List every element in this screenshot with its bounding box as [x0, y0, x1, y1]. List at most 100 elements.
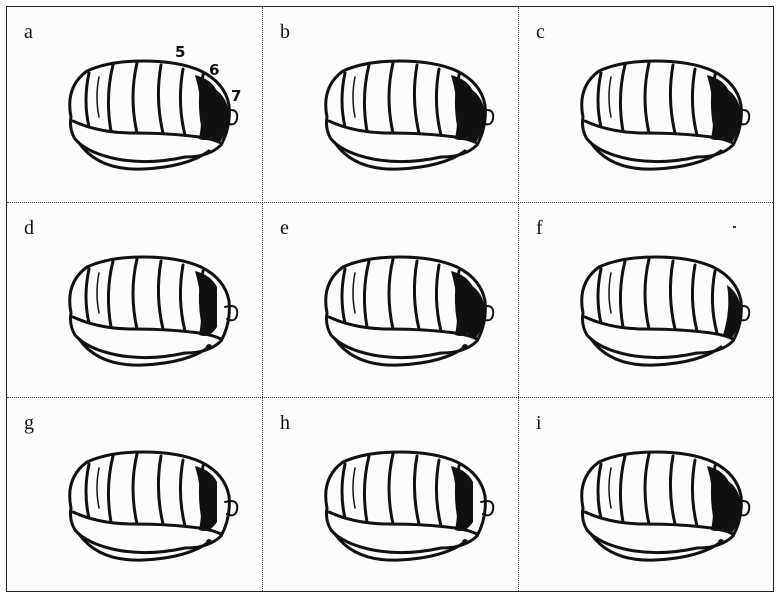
wing-sheath-line [585, 512, 733, 534]
pupa-drawing-d [59, 243, 239, 363]
segment-detail [97, 273, 99, 313]
segment-line [108, 65, 113, 131]
segment-line [180, 265, 185, 331]
segment-line [645, 454, 649, 524]
panel-d: d [7, 203, 263, 398]
panel-e: e [263, 203, 519, 398]
panel-c: c [519, 7, 775, 202]
stray-mark [733, 226, 736, 228]
segment-line [158, 65, 163, 133]
pupa-drawing-h [315, 438, 495, 558]
segment-line [692, 265, 697, 331]
panel-i: i [519, 398, 775, 593]
tip-dot [718, 539, 724, 545]
segment-detail [609, 77, 611, 117]
segment-line [108, 456, 113, 522]
segment-line [389, 63, 393, 133]
segment-detail [353, 468, 355, 508]
wing-sheath-line [329, 121, 477, 143]
segment-line [342, 464, 345, 518]
panel-label-g: g [24, 412, 34, 435]
wing-sheath-line [585, 121, 733, 143]
segment-detail [609, 468, 611, 508]
tip-appendage [481, 501, 493, 515]
segment-line [389, 259, 393, 329]
pupa-drawing-f [571, 243, 751, 363]
tip-dot [206, 344, 212, 350]
segment-detail [97, 468, 99, 508]
tip-dot [462, 344, 468, 350]
segment-line [692, 69, 697, 135]
segment-6-dark-band [195, 466, 217, 531]
segment-line [414, 65, 419, 133]
pupa-drawing-g [59, 438, 239, 558]
panel-b: b [263, 7, 519, 202]
panel-label-b: b [280, 21, 290, 44]
segment-line [598, 73, 601, 127]
segment-line [364, 456, 369, 522]
panel-label-h: h [280, 412, 290, 435]
panel-label-i: i [536, 412, 542, 435]
pupa-outline [582, 257, 742, 358]
segment-line [86, 73, 89, 127]
panel-a: a 5 6 7 [7, 7, 263, 202]
wing-sheath-line [329, 317, 477, 339]
segment-line [158, 456, 163, 524]
segment-detail [609, 273, 611, 313]
wing-sheath-line [73, 317, 221, 339]
pupa-drawing-c [571, 47, 751, 167]
segment-6-dark-band [195, 271, 217, 336]
segment-line [692, 460, 697, 526]
segment-line [389, 454, 393, 524]
segment-line [436, 69, 441, 135]
panel-label-e: e [280, 217, 289, 240]
panel-label-c: c [536, 21, 545, 44]
pupa-drawing-a [59, 47, 239, 167]
wing-sheath-line [585, 317, 733, 339]
segment-line [364, 65, 369, 131]
segment-line [414, 261, 419, 329]
segment-line [86, 464, 89, 518]
segment-line [133, 454, 137, 524]
segment-line [342, 73, 345, 127]
segment-line [180, 460, 185, 526]
segment-line [712, 271, 717, 333]
segment-line [86, 269, 89, 323]
segment-line [414, 456, 419, 524]
segment-line [436, 460, 441, 526]
segment-detail [97, 77, 99, 117]
tip-dot [206, 539, 212, 545]
segment-line [108, 261, 113, 327]
tip-appendage [225, 306, 237, 320]
segment-line [645, 259, 649, 329]
segment-line [645, 63, 649, 133]
segment-line [598, 269, 601, 323]
panel-f: f [519, 203, 775, 398]
wing-sheath-line [329, 512, 477, 534]
segment-line [158, 261, 163, 329]
segment-line [620, 261, 625, 327]
segment-detail [353, 77, 355, 117]
panel-label-d: d [24, 217, 34, 240]
segment-line [670, 456, 675, 524]
segment-6-dark-band [451, 466, 473, 531]
panel-label-f: f [536, 217, 543, 240]
pupa-drawing-i [571, 438, 751, 558]
panel-h: h [263, 398, 519, 593]
segment-line [598, 464, 601, 518]
wing-sheath-line [73, 121, 221, 143]
segment-line [342, 269, 345, 323]
segment-line [620, 456, 625, 522]
panel-label-a: a [24, 21, 33, 44]
pupa-drawing-b [315, 47, 495, 167]
panel-g: g [7, 398, 263, 593]
segment-line [133, 63, 137, 133]
segment-detail [353, 273, 355, 313]
pupa-drawing-e [315, 243, 495, 363]
segment-line [180, 69, 185, 135]
segment-line [670, 65, 675, 133]
segment-line [620, 65, 625, 131]
wing-sheath-line [73, 512, 221, 534]
tip-appendage [225, 501, 237, 515]
segment-line [133, 259, 137, 329]
